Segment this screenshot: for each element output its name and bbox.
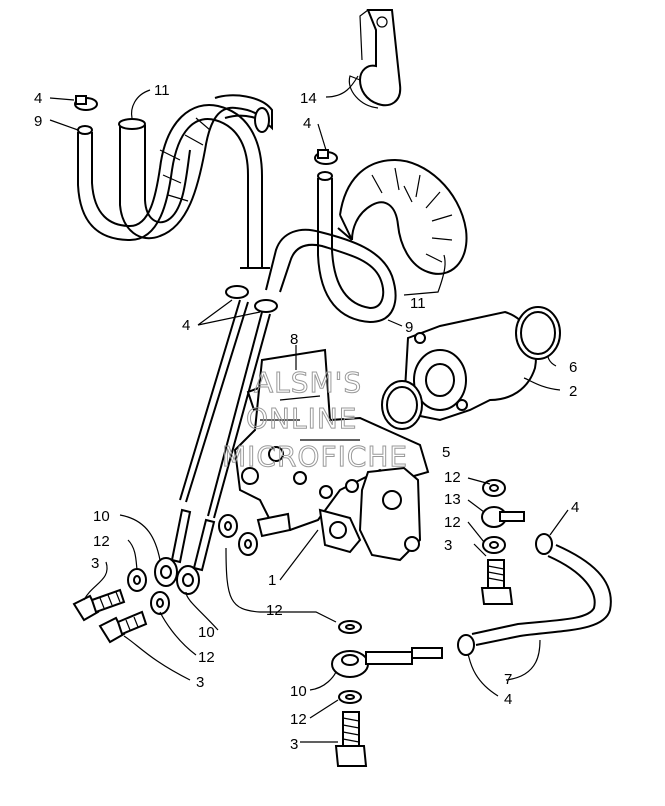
callout-13: 13	[444, 491, 461, 508]
banjo-10-bottom	[331, 647, 443, 678]
callout-4: 4	[182, 317, 190, 334]
callout-3: 3	[290, 736, 298, 753]
watermark-line-3: MICROFICHE	[222, 440, 408, 473]
callout-11: 11	[410, 295, 426, 312]
banjo-10-middle	[176, 518, 216, 595]
hose-11-right	[337, 158, 468, 275]
hose-7	[471, 544, 612, 646]
callout-3: 3	[196, 674, 204, 691]
callout-4: 4	[571, 499, 579, 516]
callout-10: 10	[198, 624, 215, 641]
callout-9: 9	[34, 113, 42, 130]
callout-14: 14	[300, 90, 317, 107]
hose-11-left	[118, 94, 273, 240]
callout-12: 12	[444, 514, 461, 531]
callout-4: 4	[34, 90, 42, 107]
housing-2	[403, 310, 537, 422]
washer-12-lower	[338, 690, 362, 704]
callout-11: 11	[154, 82, 170, 99]
callout-12: 12	[444, 469, 461, 486]
callout-12: 12	[266, 602, 283, 619]
callout-labels: 4 9 11 14 4 4 11 9 8 6 2 5 12 13 4 12 3 …	[34, 82, 579, 753]
banjo-10-left	[154, 508, 192, 587]
gasket-5	[381, 380, 423, 430]
bolt-3-right	[480, 559, 514, 605]
bolt-3-bottom	[334, 711, 368, 767]
bolts-3-left	[72, 588, 148, 644]
clamp-4-lower-right	[457, 533, 553, 656]
washers-12-center	[218, 514, 258, 556]
hose-9-left	[77, 104, 270, 269]
callout-1: 1	[268, 572, 276, 589]
gasket-6	[515, 306, 561, 360]
clamp-4-upper-left	[74, 95, 98, 111]
callout-5: 5	[442, 444, 450, 461]
washer-12-bottom	[338, 620, 362, 634]
callout-6: 6	[569, 359, 577, 376]
pump-body-1	[233, 348, 430, 562]
banjo-13	[481, 506, 525, 528]
hose-9-right	[265, 171, 397, 324]
callout-3: 3	[91, 555, 99, 572]
callout-9: 9	[405, 319, 413, 336]
washer-12-right-bottom	[482, 536, 506, 554]
leader-lines	[49, 75, 569, 743]
callout-8: 8	[290, 331, 298, 348]
clamp-4-middle	[225, 285, 278, 313]
callout-10: 10	[93, 508, 110, 525]
callout-2: 2	[569, 383, 577, 400]
callout-12: 12	[290, 711, 307, 728]
callout-12: 12	[198, 649, 215, 666]
callout-12: 12	[93, 533, 110, 550]
clip-14	[348, 9, 402, 109]
feed-lines	[179, 299, 271, 519]
callout-7: 7	[504, 671, 512, 688]
watermark: ALSM'S ONLINE MICROFICHE	[222, 366, 408, 474]
callout-4: 4	[504, 691, 512, 708]
watermark-line-2: ONLINE	[246, 402, 357, 435]
callout-4: 4	[303, 115, 311, 132]
watermark-line-1: ALSM'S	[254, 366, 362, 399]
callout-10: 10	[290, 683, 307, 700]
callout-3: 3	[444, 537, 452, 554]
clamp-4-upper-right	[314, 149, 338, 165]
